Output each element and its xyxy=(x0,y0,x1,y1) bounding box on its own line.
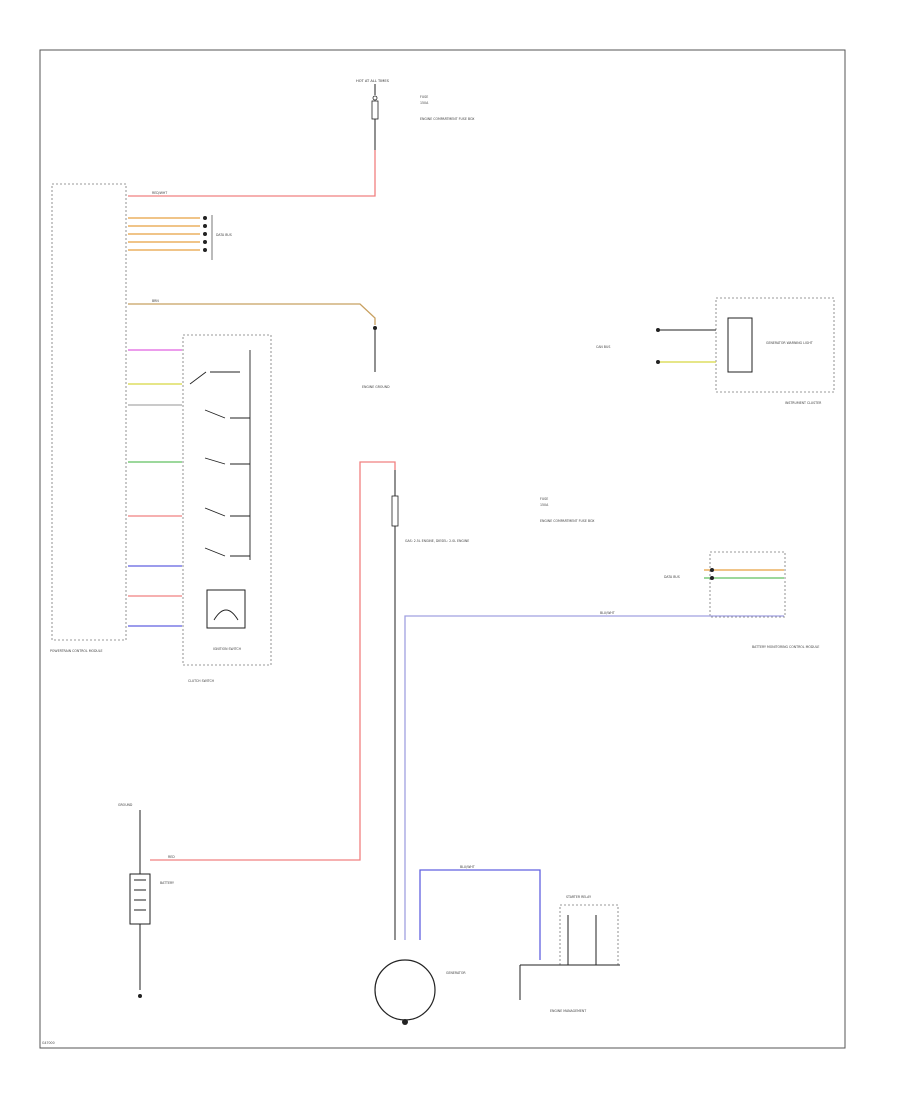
battery-label: BATTERY xyxy=(160,881,174,885)
top-fuse-rating: 150A xyxy=(420,101,429,105)
gen-warning-light-label: GENERATOR WARNING LIGHT xyxy=(766,341,813,345)
svg-text:GROUND: GROUND xyxy=(118,803,133,807)
svg-text:BRN: BRN xyxy=(152,299,159,303)
diagram-frame xyxy=(39,49,846,1049)
middle-fuse-note: GAS: 2.5L ENGINE, DIESEL: 2.0L ENGINE xyxy=(405,539,469,543)
wire-brn xyxy=(128,303,376,325)
svg-text:RED/WHT: RED/WHT xyxy=(152,191,167,195)
generator-icon xyxy=(374,959,436,1021)
svg-text:STARTER RELAY: STARTER RELAY xyxy=(566,895,591,899)
engine-management-label: ENGINE MANAGEMENT xyxy=(550,1009,586,1013)
battery-monitor-module: DATA BUS BLU/WHT BATTERY MONITORING CONT… xyxy=(404,551,819,940)
generator-label: GENERATOR xyxy=(446,971,466,975)
powertrain-control-module: POWERTRAIN CONTROL MODULE DATA BUS BRN E… xyxy=(50,183,390,653)
svg-text:FUSE: FUSE xyxy=(540,497,548,501)
top-fuse-location: ENGINE COMPARTMENT FUSE BOX xyxy=(420,117,475,121)
svg-text:DATA BUS: DATA BUS xyxy=(216,233,232,237)
svg-text:BLU/WHT: BLU/WHT xyxy=(600,611,615,615)
battery-group: GROUND BATTERY xyxy=(118,803,174,998)
battery-monitor-label: BATTERY MONITORING CONTROL MODULE xyxy=(752,645,819,649)
wire-blk-gen xyxy=(419,869,541,960)
svg-text:ENGINE COMPARTMENT FUSE BOX: ENGINE COMPARTMENT FUSE BOX xyxy=(540,519,595,523)
top-fuse-group: HOT AT ALL TIMES FUSE 150A ENGINE COMPAR… xyxy=(128,79,475,197)
middle-fuse-icon xyxy=(391,495,399,527)
instrument-cluster-label: INSTRUMENT CLUSTER xyxy=(785,401,822,405)
svg-text:RED: RED xyxy=(168,855,175,859)
wire-red-wht-top xyxy=(128,150,376,197)
figure-id: G47000 xyxy=(42,1041,55,1045)
wire-red-main xyxy=(150,461,396,861)
pcm-label: POWERTRAIN CONTROL MODULE xyxy=(50,649,103,653)
wire-blu-wht xyxy=(404,615,784,940)
starter-relay-group: STARTER RELAY ENGINE MANAGEMENT xyxy=(519,895,620,1013)
svg-text:IGNITION SWITCH: IGNITION SWITCH xyxy=(213,647,242,651)
hot-at-all-times-label: HOT AT ALL TIMES xyxy=(356,79,390,83)
middle-fuse-group: FUSE 150A ENGINE COMPARTMENT FUSE BOX GA… xyxy=(150,461,595,940)
engine-ground-label: ENGINE GROUND xyxy=(362,385,390,389)
svg-text:BLU/WHT: BLU/WHT xyxy=(460,865,475,869)
svg-text:DATA BUS: DATA BUS xyxy=(664,575,680,579)
battery-icon xyxy=(129,873,151,925)
clutch-switch-label: CLUTCH SWITCH xyxy=(188,679,215,683)
clutch-switch: CLUTCH SWITCH IGNITION SWITCH xyxy=(182,334,272,683)
svg-text:150A: 150A xyxy=(540,503,549,507)
svg-text:CAN BUS: CAN BUS xyxy=(596,345,610,349)
instrument-cluster: CAN BUS GENERATOR WARNING LIGHT INSTRUME… xyxy=(596,297,835,405)
generator-group: BLU/WHT GENERATOR xyxy=(374,865,541,1025)
top-fuse-label: FUSE xyxy=(420,95,428,99)
top-fuse-icon xyxy=(371,100,379,120)
